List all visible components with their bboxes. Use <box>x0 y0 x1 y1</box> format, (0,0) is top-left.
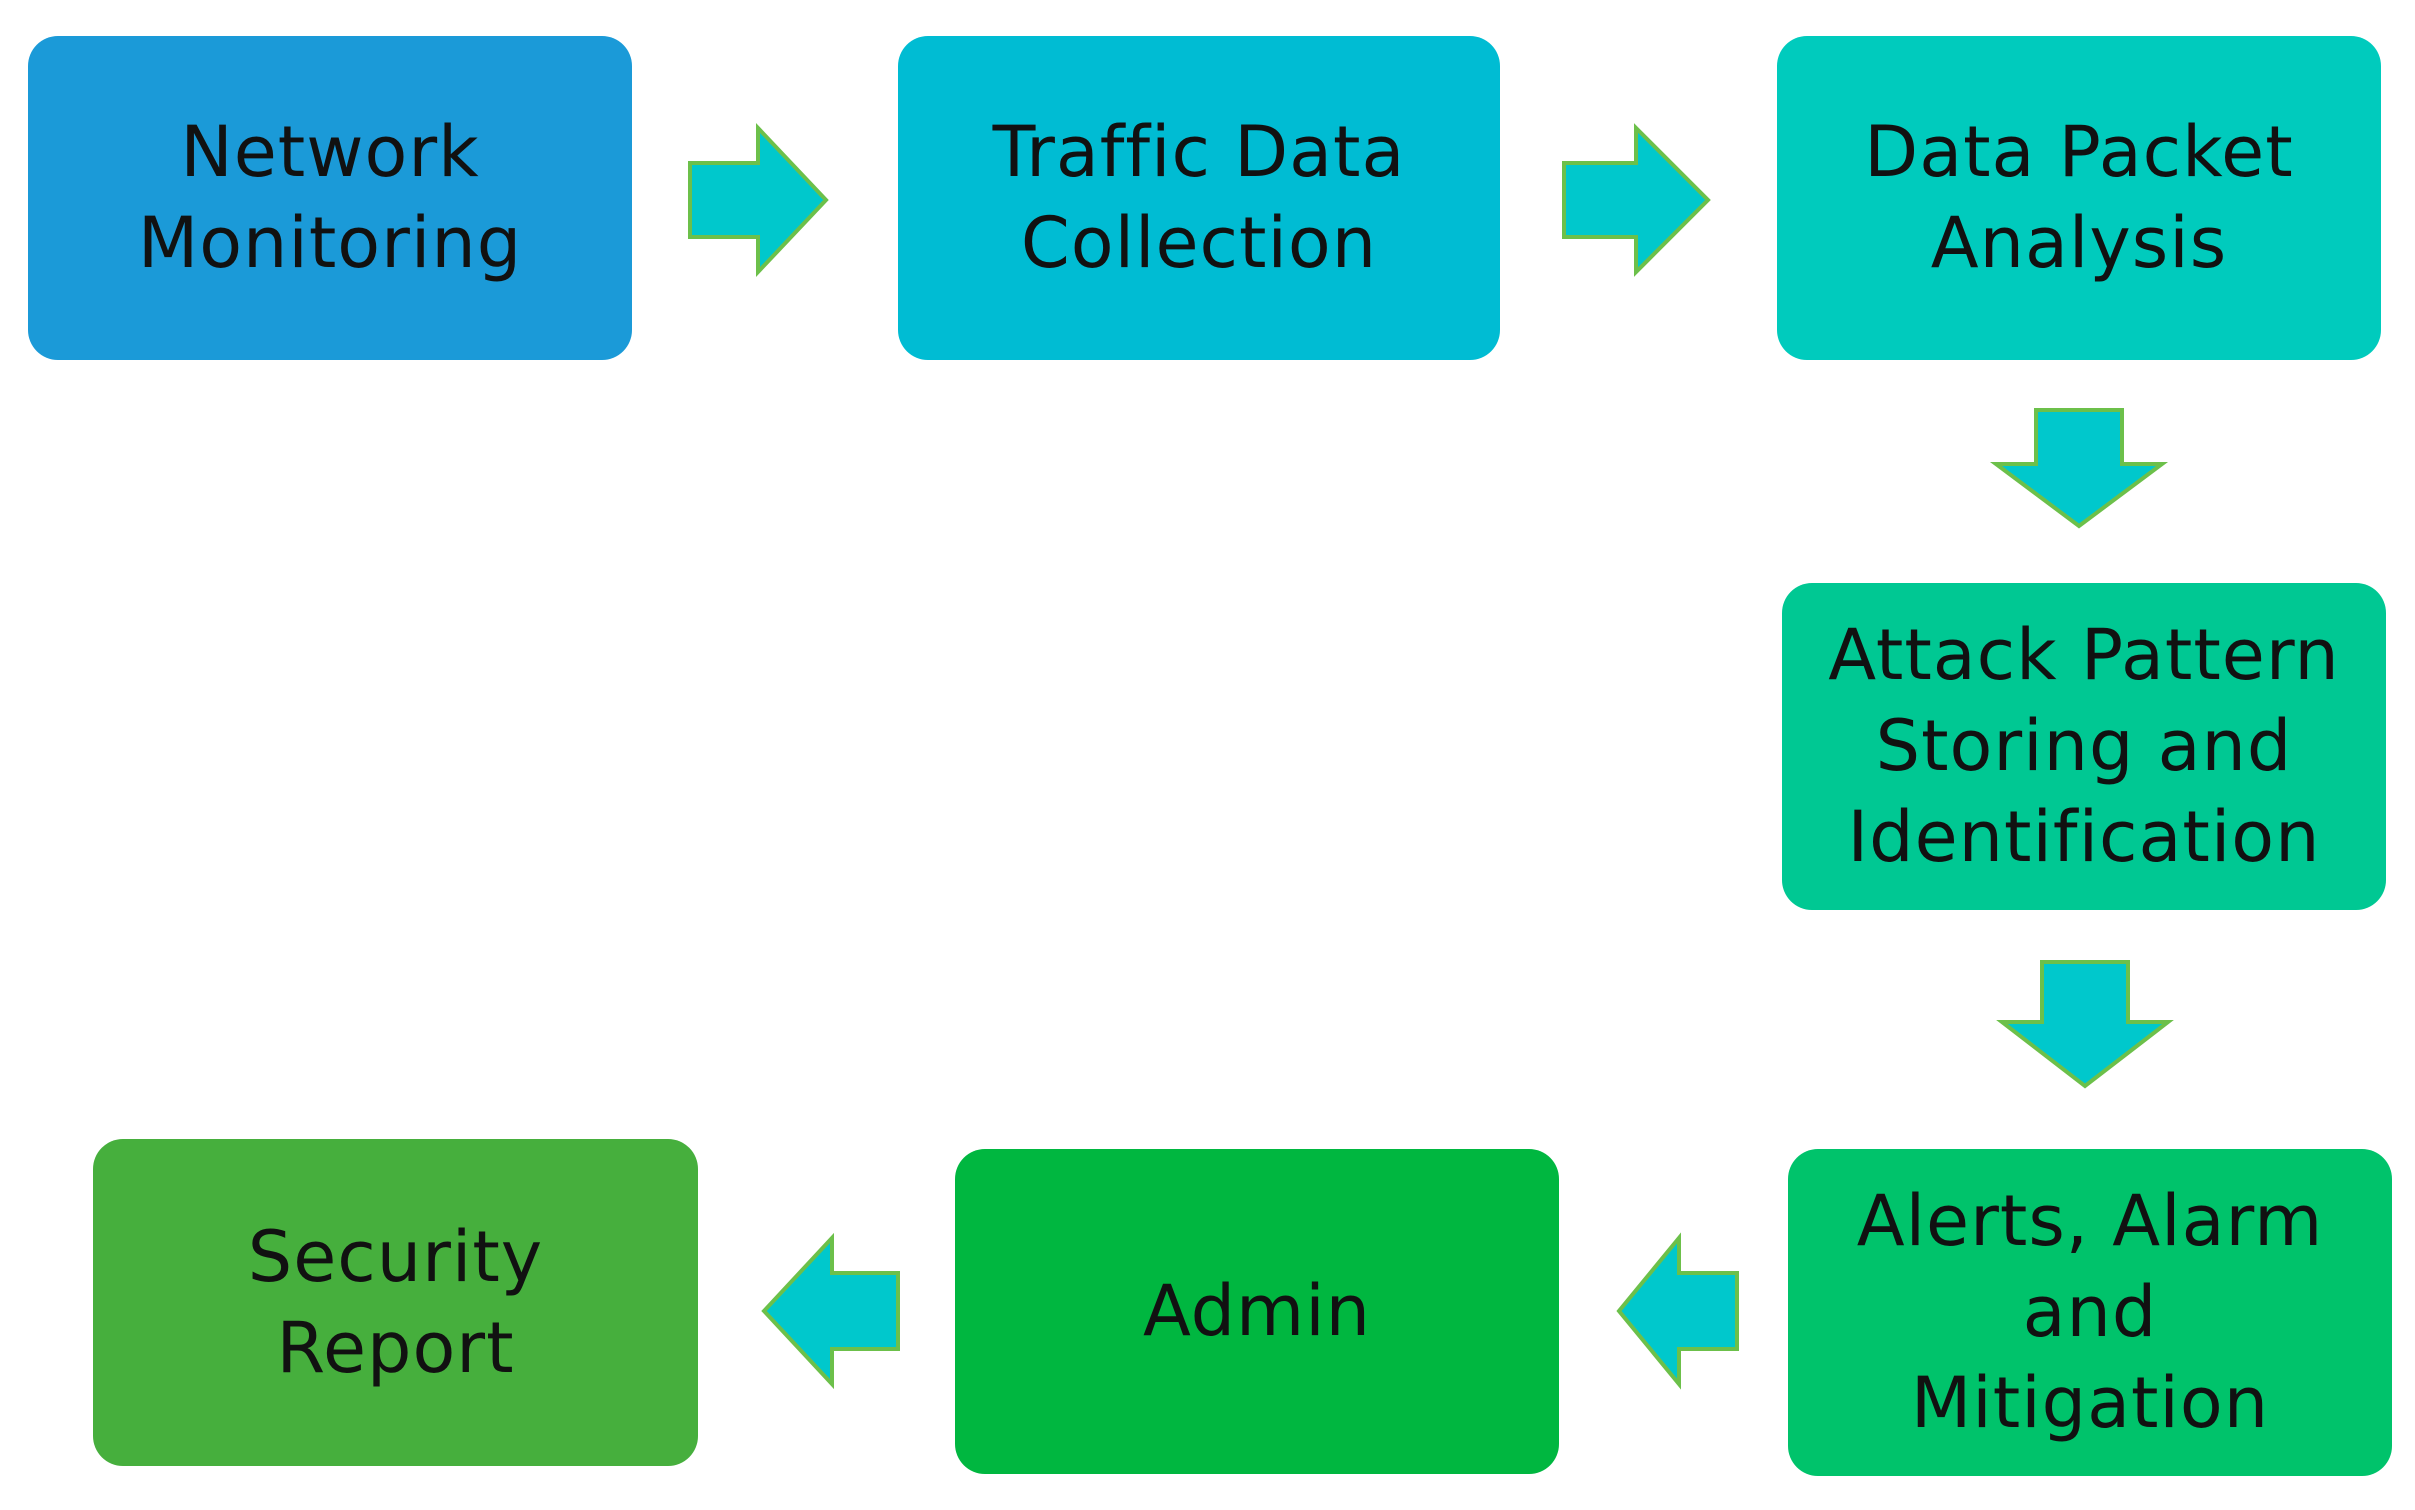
node-label-line: Data Packet <box>1864 111 2294 193</box>
node-label-line: Alerts, Alarm <box>1856 1180 2324 1262</box>
node-data-packet-analysis: Data Packet Analysis <box>1777 36 2381 360</box>
arrow-right-icon <box>1562 123 1711 277</box>
node-alerts-alarm-mitigation: Alerts, Alarm and Mitigation <box>1788 1149 2392 1476</box>
node-traffic-data-collection: Traffic Data Collection <box>898 36 1500 360</box>
node-label-line: Storing and <box>1875 705 2293 787</box>
node-label-line: Network <box>180 111 480 193</box>
node-network-monitoring: Network Monitoring <box>28 36 632 360</box>
arrow-left-icon <box>1616 1232 1739 1390</box>
node-admin: Admin <box>955 1149 1559 1474</box>
arrow-right-icon <box>688 122 829 278</box>
node-label-line: Security <box>247 1215 544 1298</box>
node-security-report: Security Report <box>93 1139 698 1466</box>
node-label-line: and <box>2022 1271 2158 1353</box>
node-label-line: Analysis <box>1930 202 2228 284</box>
node-label-line: Traffic Data <box>992 111 1406 193</box>
node-label-line: Report <box>276 1306 515 1389</box>
node-attack-pattern: Attack Pattern Storing and Identificatio… <box>1782 583 2386 910</box>
node-label-line: Mitigation <box>1910 1362 2270 1444</box>
node-label-line: Identification <box>1847 796 2321 878</box>
arrow-down-icon <box>1989 408 2169 529</box>
arrow-down-icon <box>1996 960 2174 1089</box>
arrow-left-icon <box>761 1232 900 1390</box>
node-label-line: Attack Pattern <box>1828 614 2340 696</box>
node-label-line: Collection <box>1020 202 1378 284</box>
node-label-line: Admin <box>1142 1270 1372 1352</box>
node-label-line: Monitoring <box>137 202 523 284</box>
